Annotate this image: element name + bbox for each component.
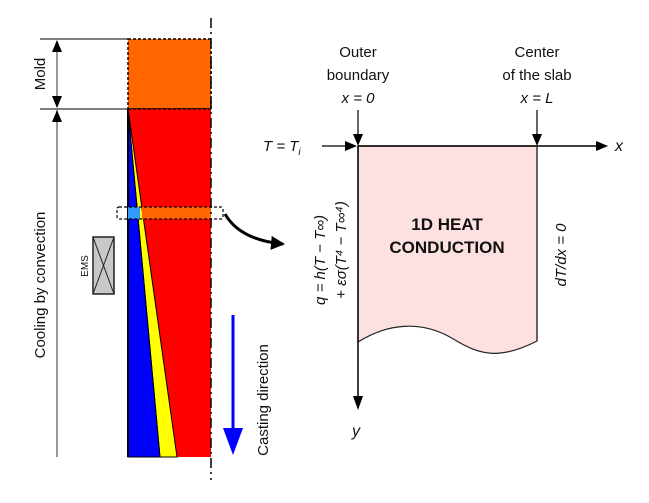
ems-coil-icon [92,236,115,295]
outer-boundary-eq: x = 0 [341,90,376,107]
outer-boundary-arrow-icon [353,134,363,146]
strand [116,18,224,480]
zoom-arrow-icon [223,213,285,250]
cooling-arrow-up-icon [52,110,62,122]
center-eq: x = L [520,90,554,107]
center-arrow-icon [532,134,542,146]
center-line1: Center [514,44,559,61]
liquid-core [128,109,211,457]
slice-solid [128,207,140,219]
casting-direction-label: Casting direction [255,344,272,456]
x-axis-arrow-icon [596,141,608,151]
ems-label: EMS [80,255,91,277]
domain-title-line1: 1D HEAT [411,215,483,234]
slice-outline [116,206,224,220]
outer-boundary-line2: boundary [327,67,390,84]
conduction-domain [357,145,538,354]
mold-arrow-up-icon [52,40,62,52]
cooling-label: Cooling by convection [32,212,49,359]
center-line2: of the slab [502,67,571,84]
outer-boundary-line1: Outer [339,44,377,61]
mold-region [127,38,212,110]
flux-bc-line1: q = h(T − T∞) [312,215,329,305]
domain-title-line2: CONDUCTION [389,238,504,257]
flux-bc-line2: + εσ(T⁴ − T∞⁴) [333,201,350,299]
mold-arrow-down-icon [52,96,62,108]
y-axis-arrow-icon [353,396,363,410]
mold-label: Mold [32,58,49,91]
initial-condition-arrow-icon [345,141,357,151]
casting-direction-arrow-icon [223,315,243,455]
slice-liquid [142,207,211,219]
x-axis-label: x [614,138,624,155]
initial-condition: T = Ti [263,138,301,158]
symmetry-bc: dT/dx = 0 [553,223,570,287]
y-axis-label: y [351,423,361,440]
dimension-lines [40,38,128,457]
